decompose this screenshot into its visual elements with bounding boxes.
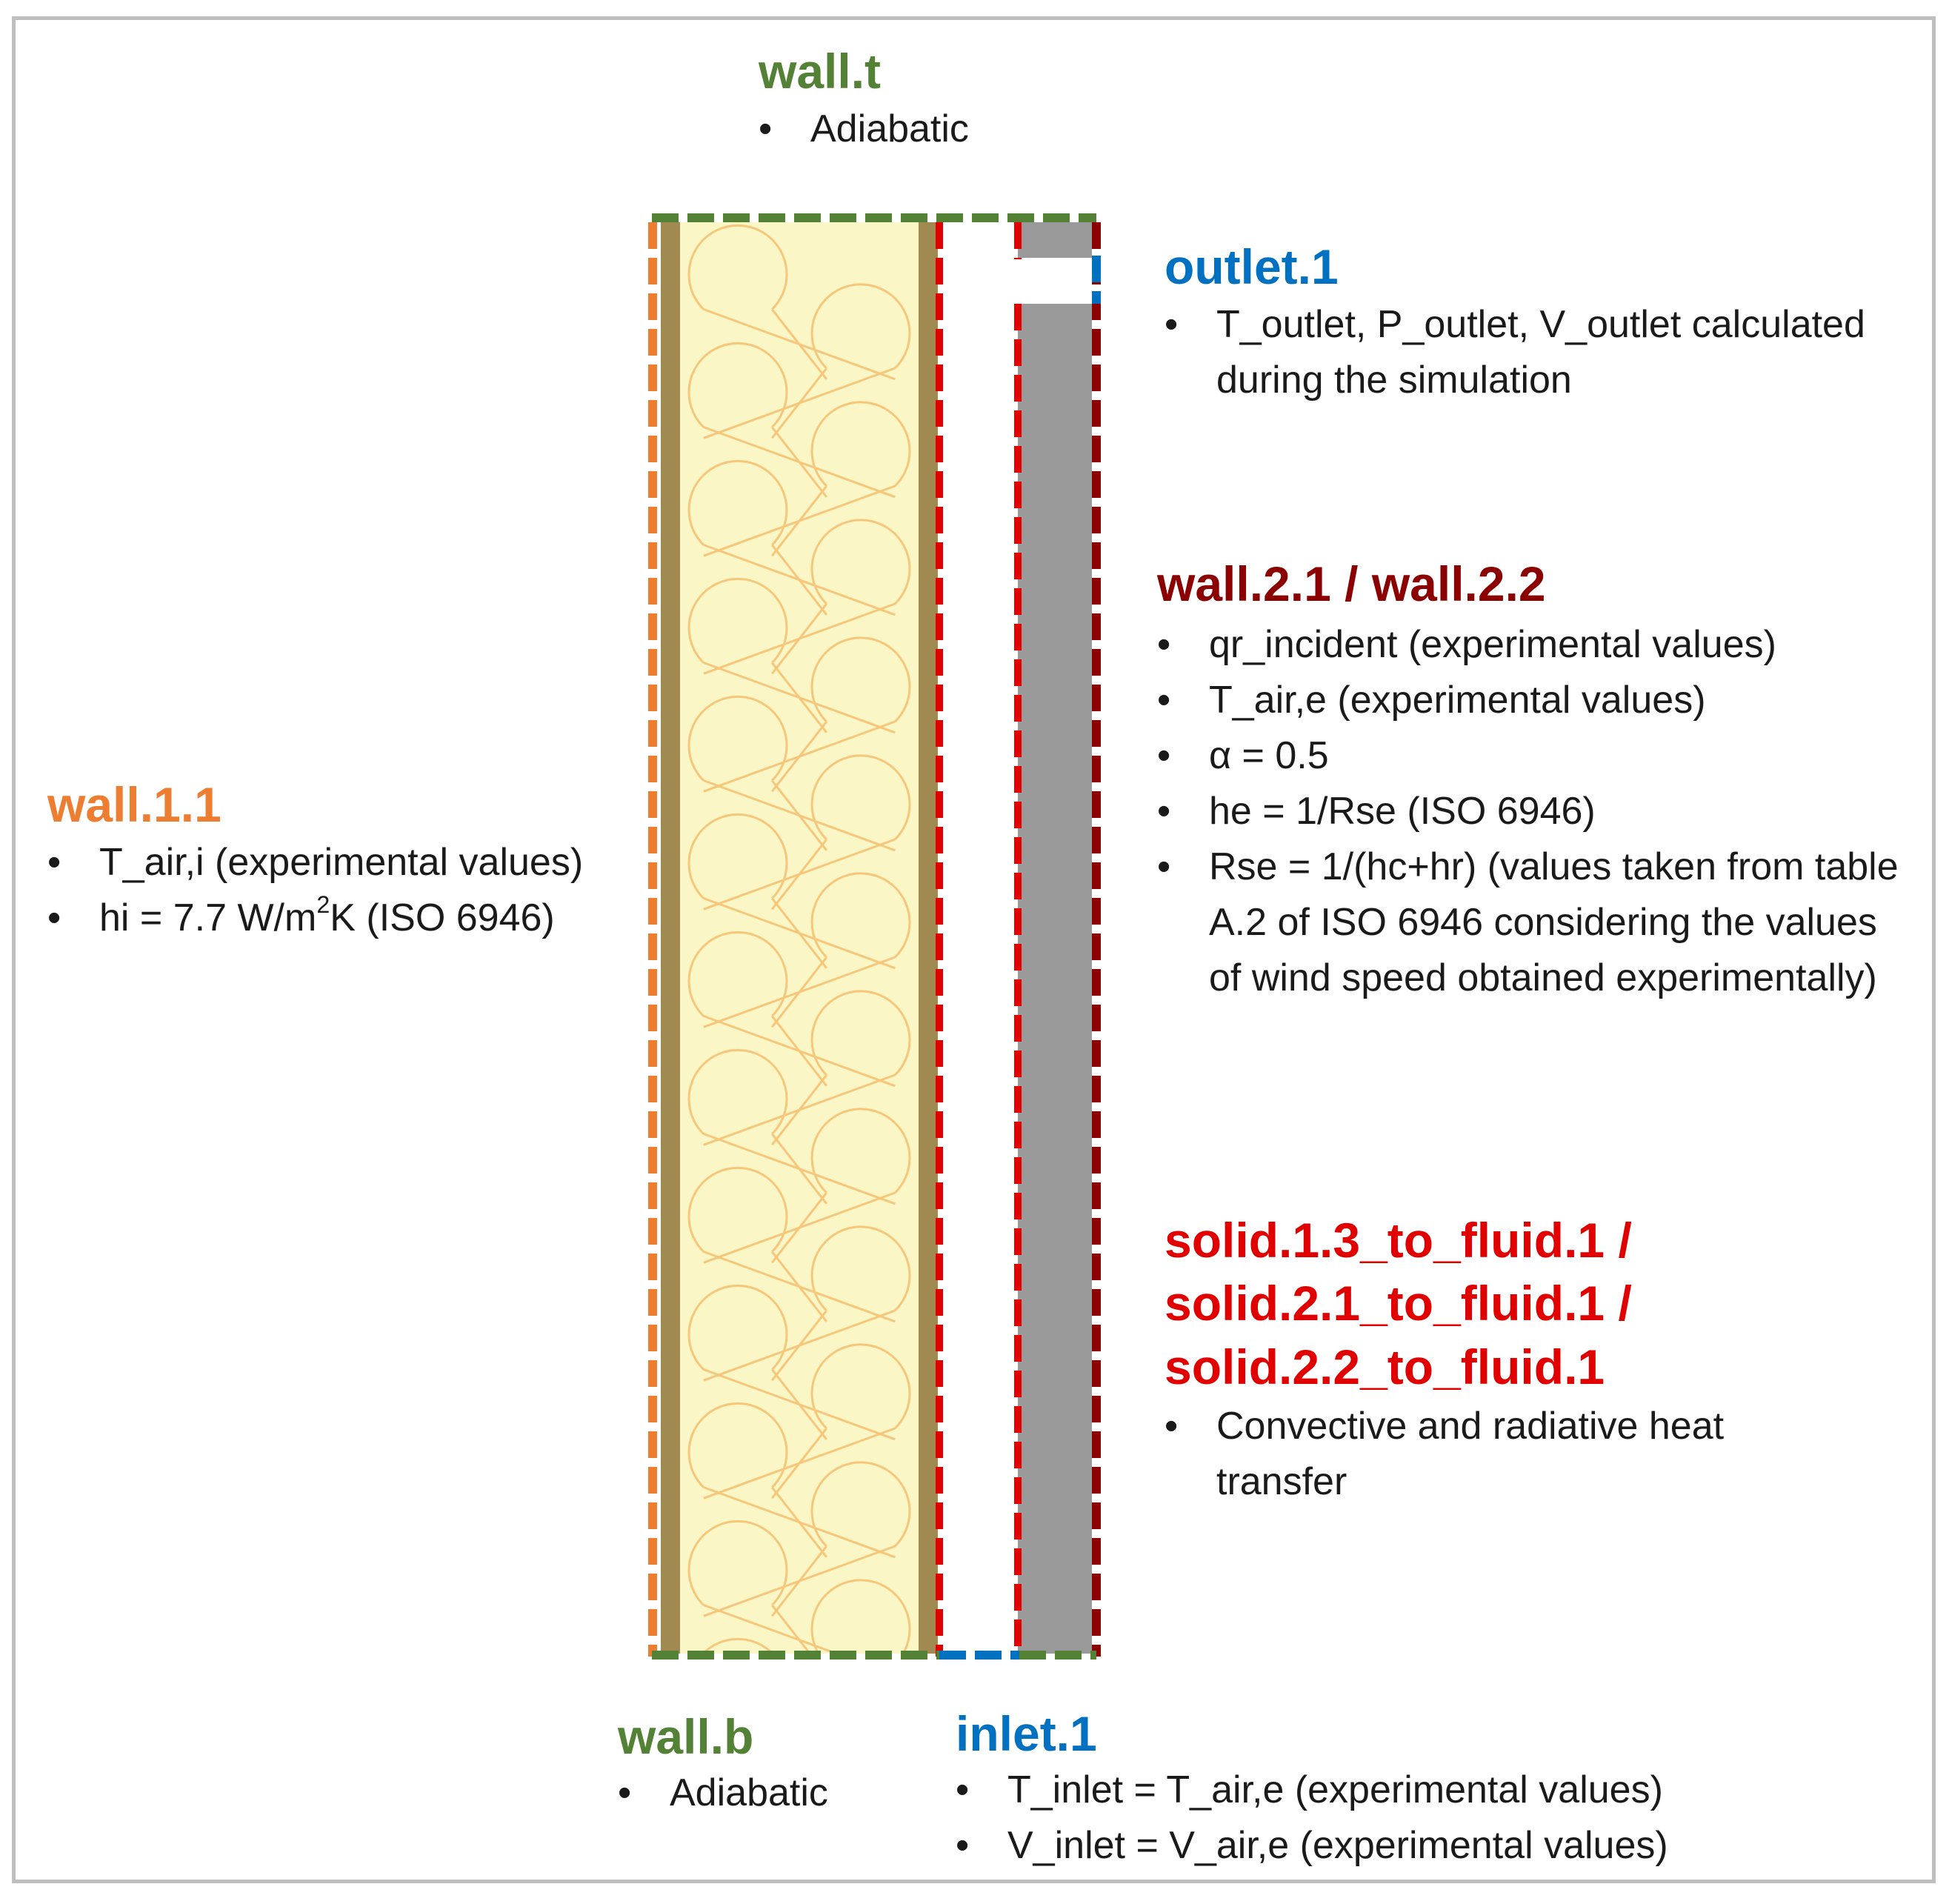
wall-2-item-tair: T_air,e (experimental values) xyxy=(1157,673,1905,728)
insulation-pattern xyxy=(687,224,911,1654)
wall-2-title: wall.2.1 / wall.2.2 xyxy=(1157,556,1546,611)
wall-1-1-item-hi: hi = 7.7 W/m2K (ISO 6946) xyxy=(47,891,640,946)
wall-2-item-he: he = 1/Rse (ISO 6946) xyxy=(1157,784,1905,839)
insulation-pattern-path xyxy=(687,224,911,1654)
wall-2-item-alpha: α = 0.5 xyxy=(1157,728,1905,784)
solid-to-fluid-annotation: solid.1.3_to_fluid.1 / solid.2.1_to_flui… xyxy=(1165,1213,1890,1510)
wall-2-annotation: wall.2.1 / wall.2.2 qr_incident (experim… xyxy=(1157,556,1905,1006)
wall-b-annotation: wall.b Adiabatic xyxy=(618,1711,828,1821)
wall-2-item-rse: Rse = 1/(hc+hr) (values taken from table… xyxy=(1157,839,1905,1006)
wall-t-title: wall.t xyxy=(759,44,882,99)
wall-1-1-title: wall.1.1 xyxy=(47,777,221,832)
figure-frame xyxy=(12,16,1936,1883)
inlet-1-item-t: T_inlet = T_air,e (experimental values) xyxy=(956,1762,1668,1818)
wall-b-item: Adiabatic xyxy=(618,1765,828,1821)
wall-b-title: wall.b xyxy=(618,1709,754,1764)
wall-2-item-qr: qr_incident (experimental values) xyxy=(1157,617,1905,673)
external-cladding xyxy=(1018,304,1092,1654)
wall-t-item: Adiabatic xyxy=(759,101,969,157)
inlet-1-item-v: V_inlet = V_air,e (experimental values) xyxy=(956,1818,1668,1874)
solid-to-fluid-title-2: solid.2.1_to_fluid.1 / xyxy=(1165,1276,1632,1331)
outer-board xyxy=(919,222,938,1654)
air-cavity xyxy=(938,222,1018,1654)
solid-to-fluid-item: Convective and radiative heat transfer xyxy=(1165,1399,1831,1510)
inner-board xyxy=(661,222,680,1654)
wall-1-1-item-tair: T_air,i (experimental values) xyxy=(47,835,640,891)
external-cladding-upper xyxy=(1018,222,1092,258)
outlet-1-title: outlet.1 xyxy=(1165,239,1339,294)
inlet-1-annotation: inlet.1 T_inlet = T_air,e (experimental … xyxy=(956,1708,1668,1874)
solid-to-fluid-title-1: solid.1.3_to_fluid.1 / xyxy=(1165,1213,1632,1268)
wall-1-1-annotation: wall.1.1 T_air,i (experimental values) h… xyxy=(47,779,640,946)
inlet-1-title: inlet.1 xyxy=(956,1706,1097,1761)
solid-to-fluid-title-3: solid.2.2_to_fluid.1 xyxy=(1165,1339,1605,1394)
outlet-1-annotation: outlet.1 T_outlet, P_outlet, V_outlet ca… xyxy=(1165,239,1890,408)
outlet-1-item: T_outlet, P_outlet, V_outlet calculated … xyxy=(1165,297,1890,408)
wall-t-annotation: wall.t Adiabatic xyxy=(759,44,969,157)
